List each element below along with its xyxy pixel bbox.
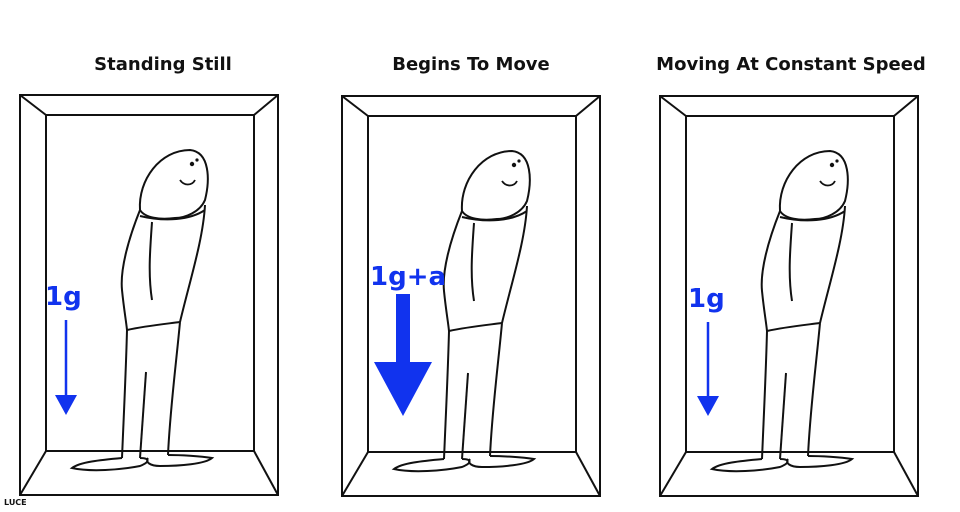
force-arrow-3 [697,322,719,416]
elevator-box-2 [341,95,601,497]
force-label-3: 1g [688,284,725,314]
panel-title-standing-still: Standing Still [94,54,232,75]
force-arrow-2 [374,294,432,416]
force-arrow-1 [55,320,77,415]
elevator-panel-1 [19,94,279,496]
panel-title-constant-speed: Moving At Constant Speed [656,54,926,75]
artist-credit: LUCE [4,498,27,507]
force-label-2: 1g+a [370,262,447,292]
elevator-panel-3 [659,95,919,497]
panel-title-begins-to-move: Begins To Move [392,54,550,75]
elevator-panel-2 [341,95,601,497]
force-label-1: 1g [45,282,82,312]
